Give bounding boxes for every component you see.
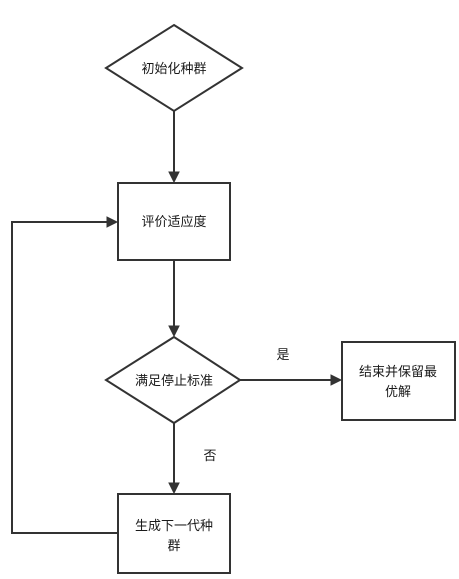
- node-end: 结束并保留最 优解: [341, 341, 456, 421]
- edge-init-to-evaluate: [168, 111, 180, 184]
- edge-loop-line: [11, 221, 118, 534]
- edge-decision-end-arrow: [330, 374, 343, 386]
- decision-label: 满足停止标准: [135, 373, 213, 389]
- edge-evaluate-to-decision: [168, 260, 180, 338]
- node-decision: 满足停止标准: [104, 335, 242, 425]
- no-label: 否: [203, 449, 216, 464]
- edge-decision-generate-arrow: [168, 482, 180, 495]
- edge-evaluate-decision-arrow: [168, 325, 180, 338]
- node-generate: 生成下一代种 群: [117, 493, 231, 574]
- generate-box: [117, 493, 231, 574]
- edge-decision-to-generate: 否: [168, 423, 217, 495]
- edge-loop-arrow: [106, 216, 119, 228]
- evaluate-box: [117, 182, 231, 261]
- end-box: [341, 341, 456, 421]
- edge-generate-to-evaluate: [11, 216, 119, 534]
- node-evaluate: 评价适应度: [117, 182, 231, 261]
- end-label-line1: 结束并保留最: [359, 365, 437, 380]
- generate-label-line1: 生成下一代种: [135, 519, 213, 534]
- node-init: 初始化种群: [104, 23, 244, 113]
- edge-init-evaluate-arrow: [168, 171, 180, 184]
- evaluate-label: 评价适应度: [141, 214, 206, 230]
- generate-label-line2: 群: [167, 539, 180, 554]
- yes-label: 是: [276, 348, 289, 363]
- end-label-line2: 优解: [385, 385, 411, 400]
- init-label: 初始化种群: [141, 62, 206, 77]
- edge-decision-to-end: 是: [240, 348, 343, 386]
